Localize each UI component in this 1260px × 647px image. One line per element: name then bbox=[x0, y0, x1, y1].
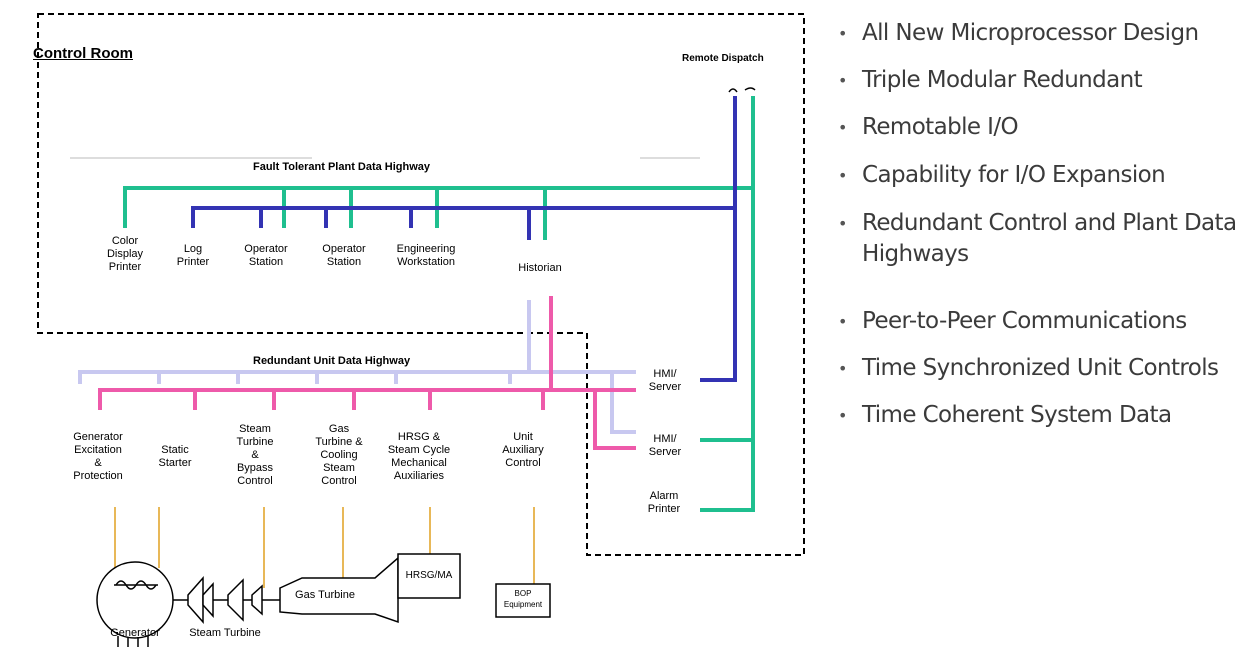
generator-label: Generator bbox=[110, 627, 160, 639]
feature-text: Time Coherent System Data bbox=[862, 402, 1172, 428]
feature-item: • Remotable I/O bbox=[836, 112, 1019, 143]
feature-item: • Redundant Control and Plant Data Highwa… bbox=[836, 208, 1237, 270]
bop-box bbox=[495, 583, 551, 618]
steam-turbine-stage-4 bbox=[251, 584, 263, 616]
engineering-workstation: Engineering Workstation bbox=[396, 243, 456, 268]
unit-highway-pink bbox=[98, 296, 636, 450]
unit-highway-label: Redundant Unit Data Highway bbox=[253, 355, 411, 367]
steam-turbine-stage-2 bbox=[202, 582, 214, 618]
bullet-icon: • bbox=[838, 359, 847, 378]
feature-item: • Time Coherent System Data bbox=[836, 400, 1172, 431]
feature-item: • Peer-to-Peer Communications bbox=[836, 306, 1187, 337]
bop-equipment-label: BOP Equipment bbox=[503, 589, 543, 609]
bullet-icon: • bbox=[838, 71, 847, 90]
feature-text: Time Synchronized Unit Controls bbox=[862, 355, 1219, 381]
operator-station-1: Operator Station bbox=[244, 243, 288, 268]
hmi-server-1: HMI/ Server bbox=[648, 368, 682, 393]
plant-highway-blue bbox=[191, 96, 737, 382]
bullet-icon: • bbox=[838, 406, 847, 425]
plant-highway-green bbox=[123, 96, 755, 512]
feature-text: Capability for I/O Expansion bbox=[862, 162, 1166, 188]
gas-turbine-label: Gas Turbine bbox=[295, 589, 355, 601]
unit-auxiliary-control: Unit Auxiliary Control bbox=[502, 431, 544, 469]
feature-item: • Triple Modular Redundant bbox=[836, 65, 1143, 96]
feature-text: All New Microprocessor Design bbox=[862, 20, 1199, 46]
diagram-lines bbox=[37, 13, 805, 647]
plant-highway-label: Fault Tolerant Plant Data Highway bbox=[253, 161, 431, 173]
steam-turbine-label: Steam Turbine bbox=[189, 627, 261, 639]
equipment-drawing bbox=[96, 553, 551, 647]
bullet-icon: • bbox=[838, 214, 847, 233]
remote-dispatch-label: Remote Dispatch bbox=[682, 53, 764, 64]
bullet-icon: • bbox=[838, 24, 847, 43]
feature-text: Redundant Control and Plant Data Highway… bbox=[862, 210, 1237, 267]
alarm-printer: Alarm Printer bbox=[647, 490, 681, 515]
color-display-printer: Color Display Printer bbox=[106, 235, 144, 273]
feature-item: • Time Synchronized Unit Controls bbox=[836, 353, 1219, 384]
feature-text: Peer-to-Peer Communications bbox=[862, 308, 1187, 334]
historian: Historian bbox=[518, 262, 562, 274]
unit-highway-lavender bbox=[78, 300, 636, 434]
control-room-boundary bbox=[37, 13, 805, 556]
steam-turbine-bypass-control: Steam Turbine & Bypass Control bbox=[236, 423, 274, 487]
control-system-diagram: Control Room Remote Dispatch Fault Toler… bbox=[33, 13, 805, 647]
operator-station-2: Operator Station bbox=[322, 243, 366, 268]
feature-item: • Capability for I/O Expansion bbox=[836, 160, 1166, 191]
log-printer: Log Printer bbox=[176, 243, 210, 268]
control-room-title: Control Room bbox=[33, 45, 133, 62]
feature-text: Triple Modular Redundant bbox=[862, 67, 1143, 93]
bullet-icon: • bbox=[838, 118, 847, 137]
generator-excitation-protection: Generator Excitation & Protection bbox=[73, 431, 123, 482]
feature-text: Remotable I/O bbox=[862, 114, 1019, 140]
steam-turbine-stage-1 bbox=[187, 576, 204, 624]
static-starter: Static Starter bbox=[158, 444, 192, 469]
hmi-server-2: HMI/ Server bbox=[648, 433, 682, 458]
gas-turbine-cooling-steam-control: Gas Turbine & Cooling Steam Control bbox=[315, 423, 363, 487]
hrsg-label: HRSG/MA bbox=[405, 570, 453, 581]
bullet-icon: • bbox=[838, 312, 847, 331]
steam-turbine-stage-3 bbox=[227, 578, 244, 622]
hrsg-steam-cycle-auxiliaries: HRSG & Steam Cycle Mechanical Auxiliarie… bbox=[387, 431, 451, 482]
gas-turbine-shape bbox=[279, 556, 399, 624]
bullet-icon: • bbox=[838, 166, 847, 185]
io-connections bbox=[114, 507, 535, 588]
hrsg-box bbox=[397, 553, 461, 599]
feature-item: • All New Microprocessor Design bbox=[836, 18, 1199, 49]
